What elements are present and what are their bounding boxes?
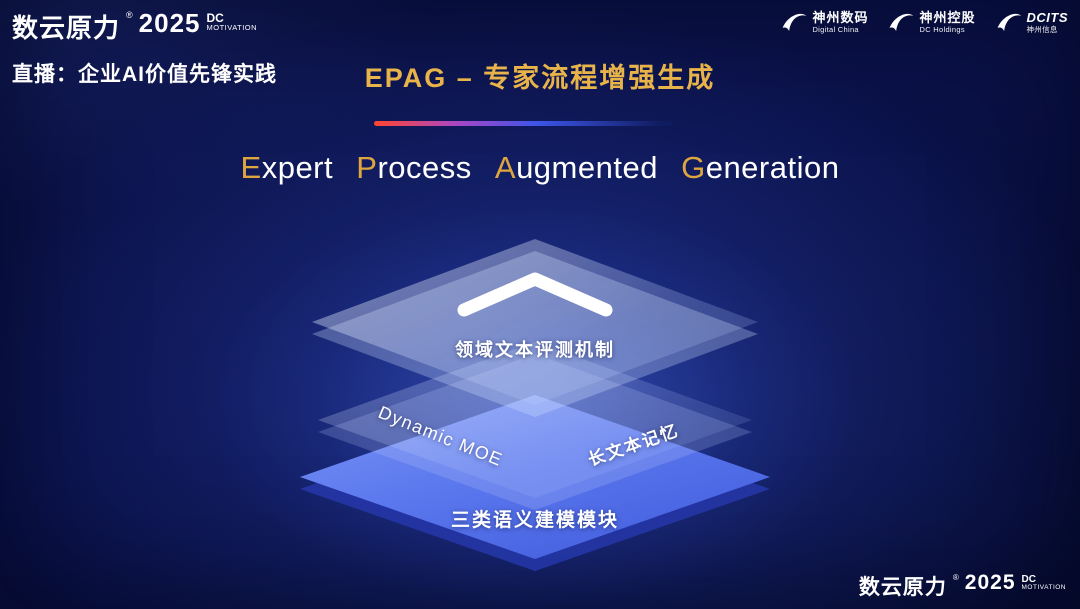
chevron-up-icon: [457, 272, 613, 317]
partner-name: 神州数码: [812, 10, 869, 26]
layer-top-label: 领域文本评测机制: [455, 340, 615, 360]
brand-tagline: DC MOTIVATION: [1022, 575, 1066, 592]
partner-logos: 神州数码 Digital China 神州控股 DC Holdings DCIT…: [781, 10, 1068, 36]
subtitle-word: Process: [356, 150, 472, 185]
brand-name: 数云原力: [12, 13, 121, 43]
brand-registered-mark: ®: [952, 573, 959, 582]
brand-tag-dc: DC: [1021, 574, 1036, 585]
partner-text: 神州数码 Digital China: [812, 10, 869, 35]
brand-registered-mark: ®: [126, 10, 133, 20]
subtitle-rest: eneration: [705, 150, 840, 185]
partner-subtitle: DC Holdings: [919, 25, 965, 35]
subtitle-cap: A: [494, 150, 517, 185]
brand-year: 2025: [138, 8, 201, 38]
digital-china-swoosh-icon: [781, 10, 807, 36]
dcits-swoosh-icon: [996, 10, 1022, 36]
subtitle-rest: ugmented: [516, 150, 658, 185]
gradient-divider-line: [374, 121, 672, 126]
footer-brand-logo: 数云原力 ® 2025 DC MOTIVATION: [859, 571, 1066, 601]
partner-dcits: DCITS 神州信息: [996, 10, 1069, 36]
brand-logo: 数云原力 ® 2025 DC MOTIVATION: [12, 8, 257, 45]
partner-name: DCITS: [1026, 10, 1068, 26]
subtitle-word: Expert: [241, 150, 334, 185]
subtitle-cap: P: [356, 150, 378, 185]
subtitle-cap: G: [681, 150, 706, 185]
brand-tag-dc: DC: [206, 11, 224, 25]
subtitle-rest: xpert: [261, 150, 334, 185]
page-title: EPAG – 专家流程增强生成: [364, 63, 716, 93]
partner-subtitle: 神州信息: [1026, 25, 1058, 35]
partner-subtitle: Digital China: [812, 25, 859, 35]
partner-text: 神州控股 DC Holdings: [919, 10, 976, 35]
brand-name: 数云原力: [858, 576, 947, 599]
subtitle-rest: rocess: [377, 150, 472, 185]
partner-digital-china: 神州数码 Digital China: [781, 10, 868, 36]
subtitle-expert-process-augmented-generation: Expert Process Augmented Generation: [0, 150, 1080, 186]
brand-tag-motivation: MOTIVATION: [1021, 584, 1066, 591]
brand-tag-motivation: MOTIVATION: [206, 23, 258, 32]
dc-holdings-swoosh-icon: [888, 10, 914, 36]
partner-name: 神州控股: [919, 10, 976, 26]
subtitle-word: Generation: [681, 150, 839, 185]
subtitle-word: Augmented: [495, 150, 658, 185]
subtitle-cap: E: [240, 150, 262, 185]
live-label: 直播：企业AI价值先锋实践: [12, 63, 277, 86]
partner-text: DCITS 神州信息: [1026, 10, 1069, 35]
brand-year: 2025: [964, 571, 1016, 594]
brand-tagline: DC MOTIVATION: [207, 12, 258, 32]
partner-dc-holdings: 神州控股 DC Holdings: [888, 10, 975, 36]
layer-bottom-label: 三类语义建模模块: [450, 510, 620, 531]
